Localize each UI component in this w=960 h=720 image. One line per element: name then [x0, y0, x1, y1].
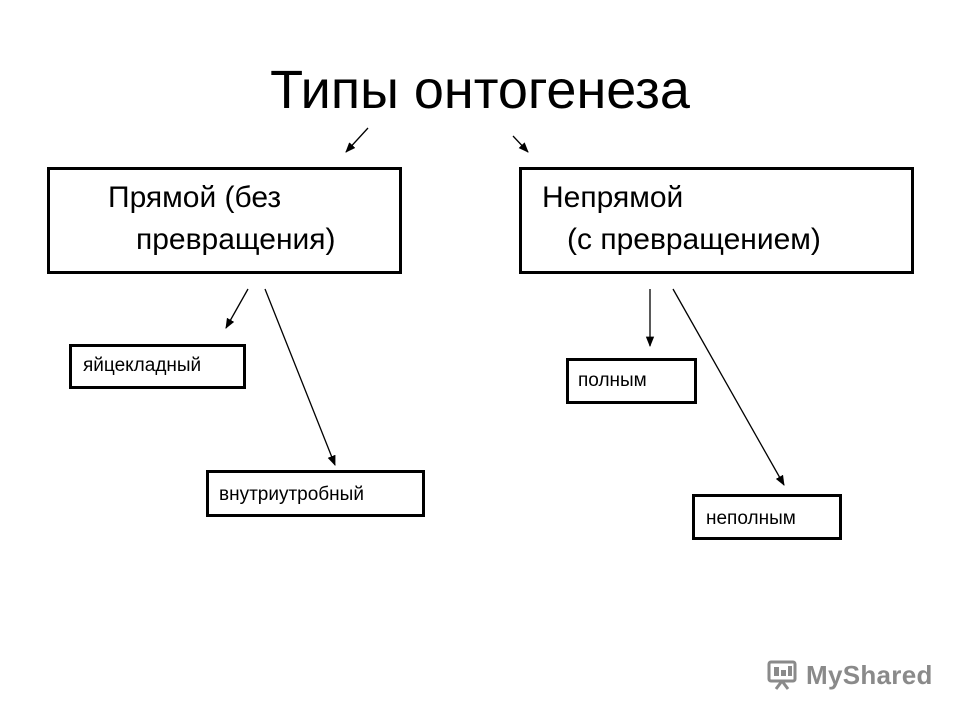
direct-ontogenesis-box: Прямой (без превращения) [47, 167, 402, 274]
myshared-logo: MyShared [766, 657, 933, 693]
logo-text: MyShared [806, 659, 933, 690]
arrow-to-incomplete [672, 288, 785, 486]
complete-label: полным [578, 370, 647, 391]
oviparous-label: яйцекладный [83, 355, 202, 376]
presentation-icon [767, 660, 797, 690]
oviparous-box: яйцекладный [69, 344, 246, 389]
intrauterine-box: внутриутробный [206, 470, 425, 517]
arrow-to-oviparous [225, 288, 249, 329]
indirect-label-line2: (с превращением) [567, 223, 821, 256]
incomplete-label: неполным [706, 508, 796, 529]
direct-label-line1: Прямой (без [108, 181, 282, 214]
arrow-to-direct [345, 127, 369, 153]
indirect-label-line1: Непрямой [542, 181, 684, 214]
arrow-to-indirect [512, 135, 529, 153]
incomplete-box: неполным [692, 494, 842, 540]
arrow-to-intrauterine [264, 288, 336, 466]
complete-box: полным [566, 358, 697, 404]
diagram-title: Типы онтогенеза [270, 60, 690, 120]
indirect-ontogenesis-box: Непрямой (с превращением) [519, 167, 914, 274]
intrauterine-label: внутриутробный [219, 484, 364, 505]
direct-label-line2: превращения) [136, 223, 336, 256]
